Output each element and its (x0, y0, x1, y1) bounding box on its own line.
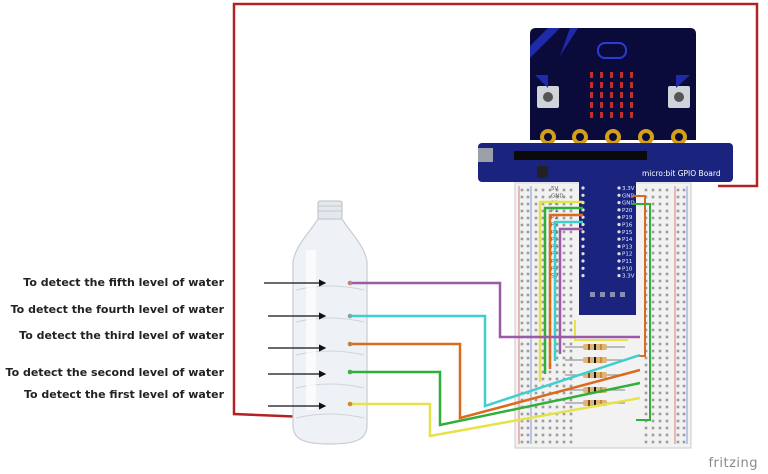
led (590, 82, 593, 88)
microbit (530, 28, 696, 145)
sensor-wire-second (347, 369, 641, 427)
led (590, 112, 593, 118)
pin-label-right: P16 (622, 223, 633, 229)
label-second-level: To detect the second level of water (5, 366, 224, 379)
pin-label-left: P0 (551, 201, 558, 207)
pin-label-left: GND (551, 193, 564, 199)
led (590, 72, 593, 78)
pin-label-right: GND (622, 201, 635, 207)
led (610, 102, 613, 108)
led (610, 92, 613, 98)
led (620, 102, 623, 108)
led (630, 92, 633, 98)
pin-label-left: P2 (551, 215, 558, 221)
pin-label-right: GND (622, 193, 635, 199)
power-wire (232, 2, 759, 419)
pin-label-right: P11 (622, 259, 632, 265)
led (610, 72, 613, 78)
pin-label-right: P13 (622, 244, 633, 250)
pin-jumpers (538, 195, 651, 421)
led (620, 82, 623, 88)
pin-label-left: P1 (551, 208, 558, 214)
label-third-level: To detect the third level of water (19, 329, 224, 342)
pin-label-right: P19 (622, 215, 633, 221)
pin-label-right: P14 (622, 237, 633, 243)
fritzing-watermark: fritzing (708, 456, 758, 471)
pin-label-right: P12 (622, 252, 632, 258)
resistor (565, 357, 625, 363)
led (590, 102, 593, 108)
label-fifth-level: To detect the fifth level of water (23, 276, 224, 289)
sensor-wire-fourth (347, 313, 641, 408)
water-bottle (292, 200, 368, 445)
pin-label-left: 5V (551, 186, 558, 192)
led (630, 102, 633, 108)
pin-label-right: P15 (622, 230, 633, 236)
sensor-wire-fifth (347, 280, 640, 339)
pin-label-right: P20 (622, 208, 633, 214)
sensor-wire-third (347, 341, 641, 420)
resistor (565, 372, 625, 378)
led (620, 72, 623, 78)
gpio-board: micro:bit GPIO Board 5VGNDP0P1P2P3P4P5P6… (478, 143, 733, 315)
led (600, 72, 603, 78)
led (630, 112, 633, 118)
led (610, 82, 613, 88)
pin-label-right: P10 (622, 266, 633, 272)
resistor (565, 344, 625, 350)
led (600, 82, 603, 88)
led (600, 112, 603, 118)
led (590, 92, 593, 98)
gpio-board-title: micro:bit GPIO Board (642, 169, 721, 178)
label-first-level: To detect the first level of water (23, 388, 224, 401)
sensor-wire-first (347, 396, 641, 438)
led (620, 92, 623, 98)
pin-label-right: 3.3V (622, 274, 635, 280)
pin-label-right: 3.3V (622, 186, 635, 192)
led (600, 92, 603, 98)
label-fourth-level: To detect the fourth level of water (10, 303, 224, 316)
led (630, 82, 633, 88)
led (630, 72, 633, 78)
led (620, 112, 623, 118)
led (600, 102, 603, 108)
led (610, 112, 613, 118)
